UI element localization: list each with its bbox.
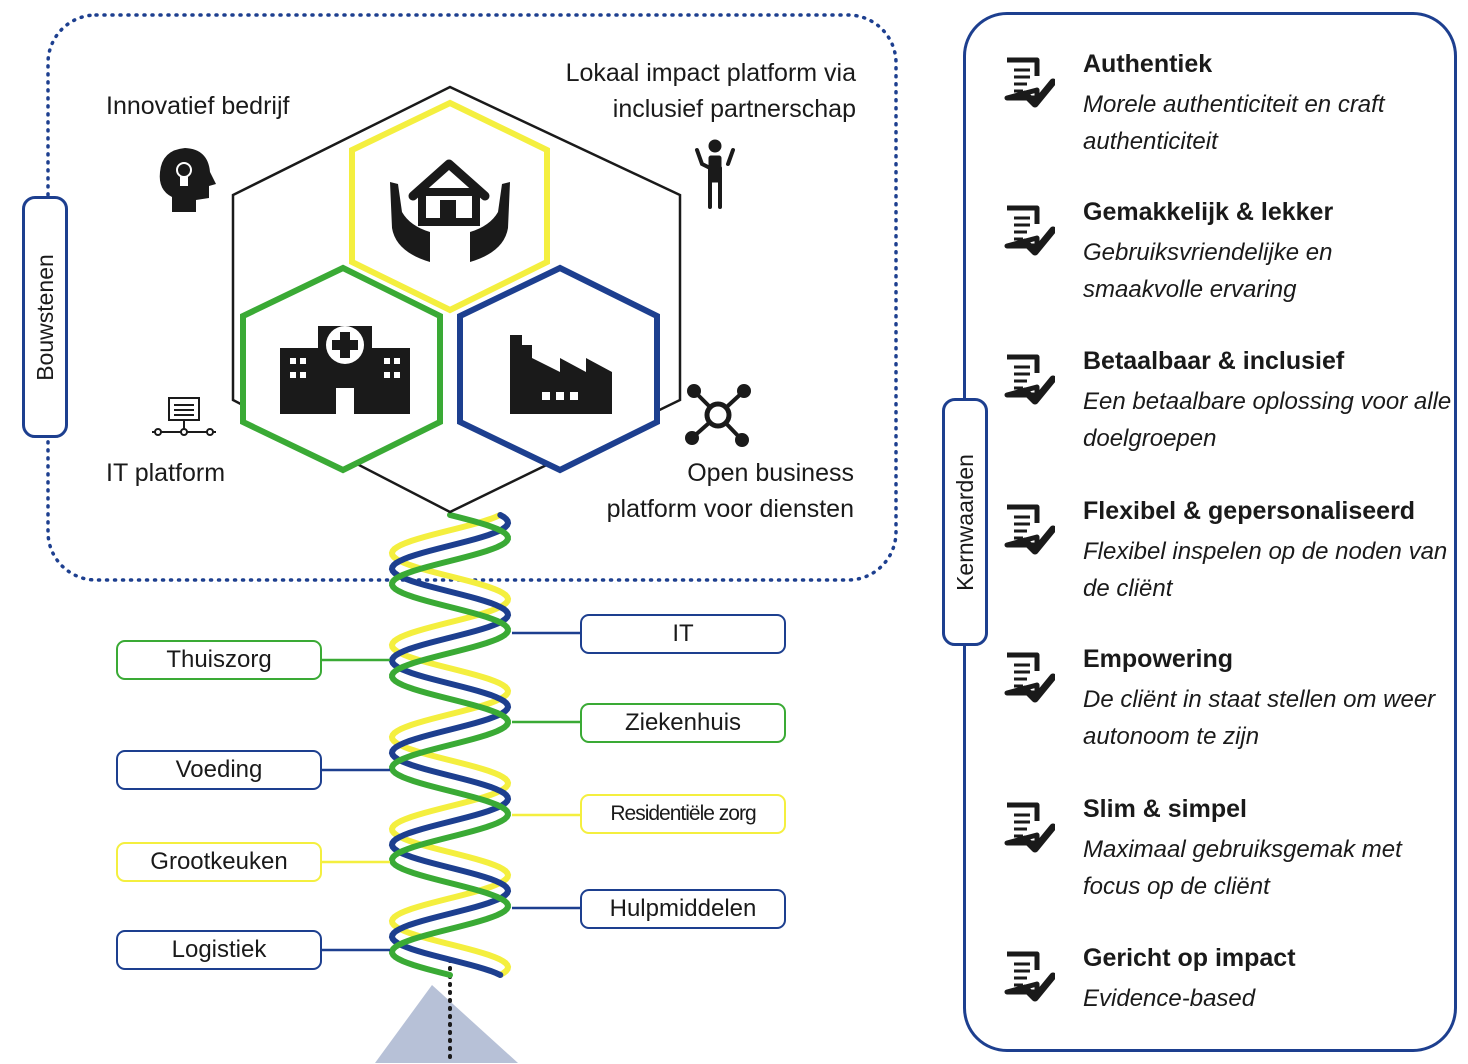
hexagon-blue: [457, 264, 660, 474]
caption-open-business: Open business platform voor diensten: [606, 459, 854, 523]
sector-label-grootkeuken: Grootkeuken: [116, 842, 322, 882]
hands-house-icon: [390, 159, 510, 262]
document-check-icon: [1004, 504, 1055, 555]
kernwaarde-description: Gebruiksvriendelijke en smaakvolle ervar…: [1083, 239, 1333, 303]
kernwaarde-title: Betaalbaar & inclusief: [1083, 347, 1345, 375]
kernwaarde-description: Flexibel inspelen op de noden van de cli…: [1083, 538, 1448, 602]
kernwaarde-title: Gemakkelijk & lekker: [1083, 198, 1334, 226]
caption-innovatief: Innovatief bedrijf: [106, 92, 290, 120]
hub-network-icon: [685, 384, 751, 447]
person-arms-open-icon: [695, 139, 735, 209]
dna-helix: [388, 512, 512, 978]
kernwaarden-title: Kernwaarden: [951, 453, 978, 591]
kernwaarde-description: Morele authenticiteit en craft authentic…: [1083, 91, 1385, 155]
kernwaarde-description: Een betaalbare oplossing voor alle doelg…: [1083, 388, 1452, 452]
caption-it-platform: IT platform: [106, 459, 226, 487]
document-check-icon: [1004, 802, 1055, 853]
document-check-icon: [1004, 57, 1055, 108]
helix-strand: [389, 512, 511, 978]
kernwaarde-title: Slim & simpel: [1083, 795, 1247, 823]
factory-icon: [510, 335, 612, 414]
document-check-icon: [1004, 205, 1055, 256]
sector-label-thuiszorg: Thuiszorg: [116, 640, 322, 680]
kernwaarde-description: De cliënt in staat stellen om weer auton…: [1083, 686, 1436, 750]
sector-label-ziekenhuis: Ziekenhuis: [580, 703, 786, 743]
lightbulb-head-icon: [159, 148, 216, 212]
hospital-icon: [280, 326, 410, 414]
kernwaarde-title: Authentiek: [1083, 50, 1213, 78]
kernwaarde-title: Flexibel & gepersonaliseerd: [1083, 497, 1416, 525]
sector-connectors: [322, 631, 582, 952]
kernwaarde-title: Empowering: [1083, 645, 1234, 673]
document-check-icon: [1004, 354, 1055, 405]
kernwaarde-title: Gericht op impact: [1083, 944, 1296, 972]
kernwaarden-tag: Kernwaarden: [942, 398, 988, 646]
sector-label-residentiele-zorg: Residentiële zorg: [580, 794, 786, 834]
sector-label-it: IT: [580, 614, 786, 654]
bouwstenen-tag: Bouwstenen: [22, 196, 68, 438]
kernwaarde-item: Empowering De cliënt in staat stellen om …: [1003, 645, 1463, 765]
bouwstenen-diagram: [46, 13, 898, 1063]
document-check-icon: [1004, 951, 1055, 1002]
spotlight-beam: [375, 985, 518, 1063]
sector-label-voeding: Voeding: [116, 750, 322, 790]
bouwstenen-title: Bouwstenen: [31, 253, 58, 381]
caption-lokaal-impact: Lokaal impact platform via inclusief par…: [565, 59, 856, 123]
kernwaarde-description: Evidence-based: [1083, 985, 1256, 1012]
kernwaarde-description: Maximaal gebruiksgemak met focus op de c…: [1083, 836, 1402, 900]
document-check-icon: [1004, 652, 1055, 703]
sector-label-logistiek: Logistiek: [116, 930, 322, 970]
sector-label-hulpmiddelen: Hulpmiddelen: [580, 889, 786, 929]
network-terminal-icon: [152, 397, 216, 436]
